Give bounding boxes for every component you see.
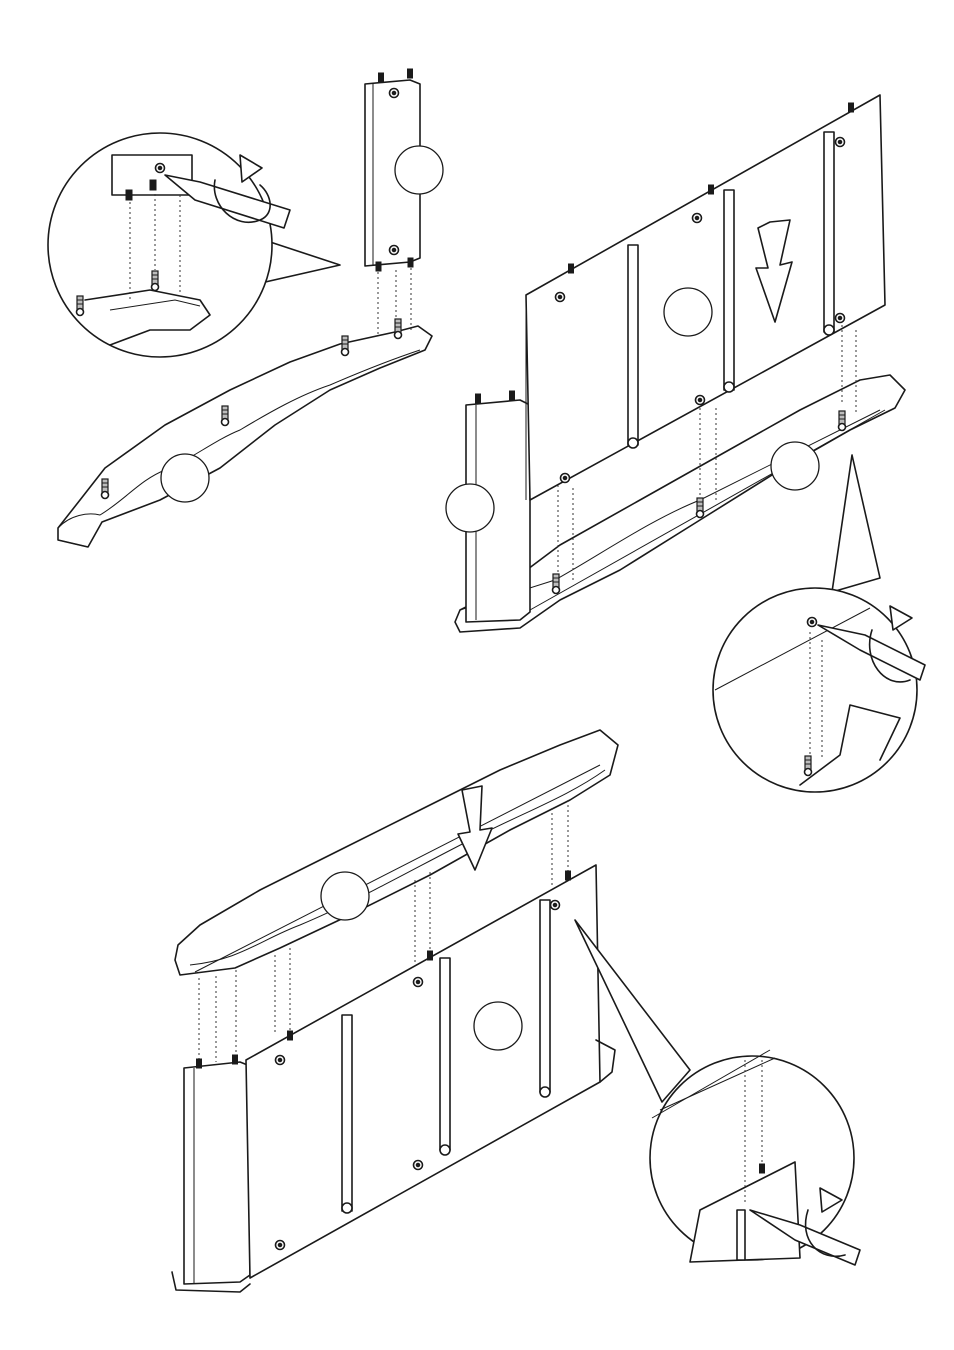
detail-callout-a — [48, 133, 340, 357]
step-bubble — [395, 146, 443, 194]
cam-bolt-icon — [222, 406, 229, 426]
leg-panel-a — [365, 69, 443, 271]
step-bubble — [664, 288, 712, 336]
step-bubble — [474, 1002, 522, 1050]
base-rail-a — [58, 326, 432, 547]
step-bubble — [161, 454, 209, 502]
cam-bolt-icon — [342, 336, 349, 356]
step-bubble — [446, 484, 494, 532]
step-bubble — [321, 872, 369, 920]
detail-callout-c — [575, 920, 860, 1265]
step-bubble — [771, 442, 819, 490]
cam-bolt-icon — [102, 479, 109, 499]
cam-bolt-icon — [395, 319, 402, 339]
detail-callout-b — [713, 455, 925, 792]
step-a-assembly — [48, 69, 443, 547]
step-c-assembly — [172, 730, 860, 1292]
step-b-assembly — [446, 95, 925, 792]
